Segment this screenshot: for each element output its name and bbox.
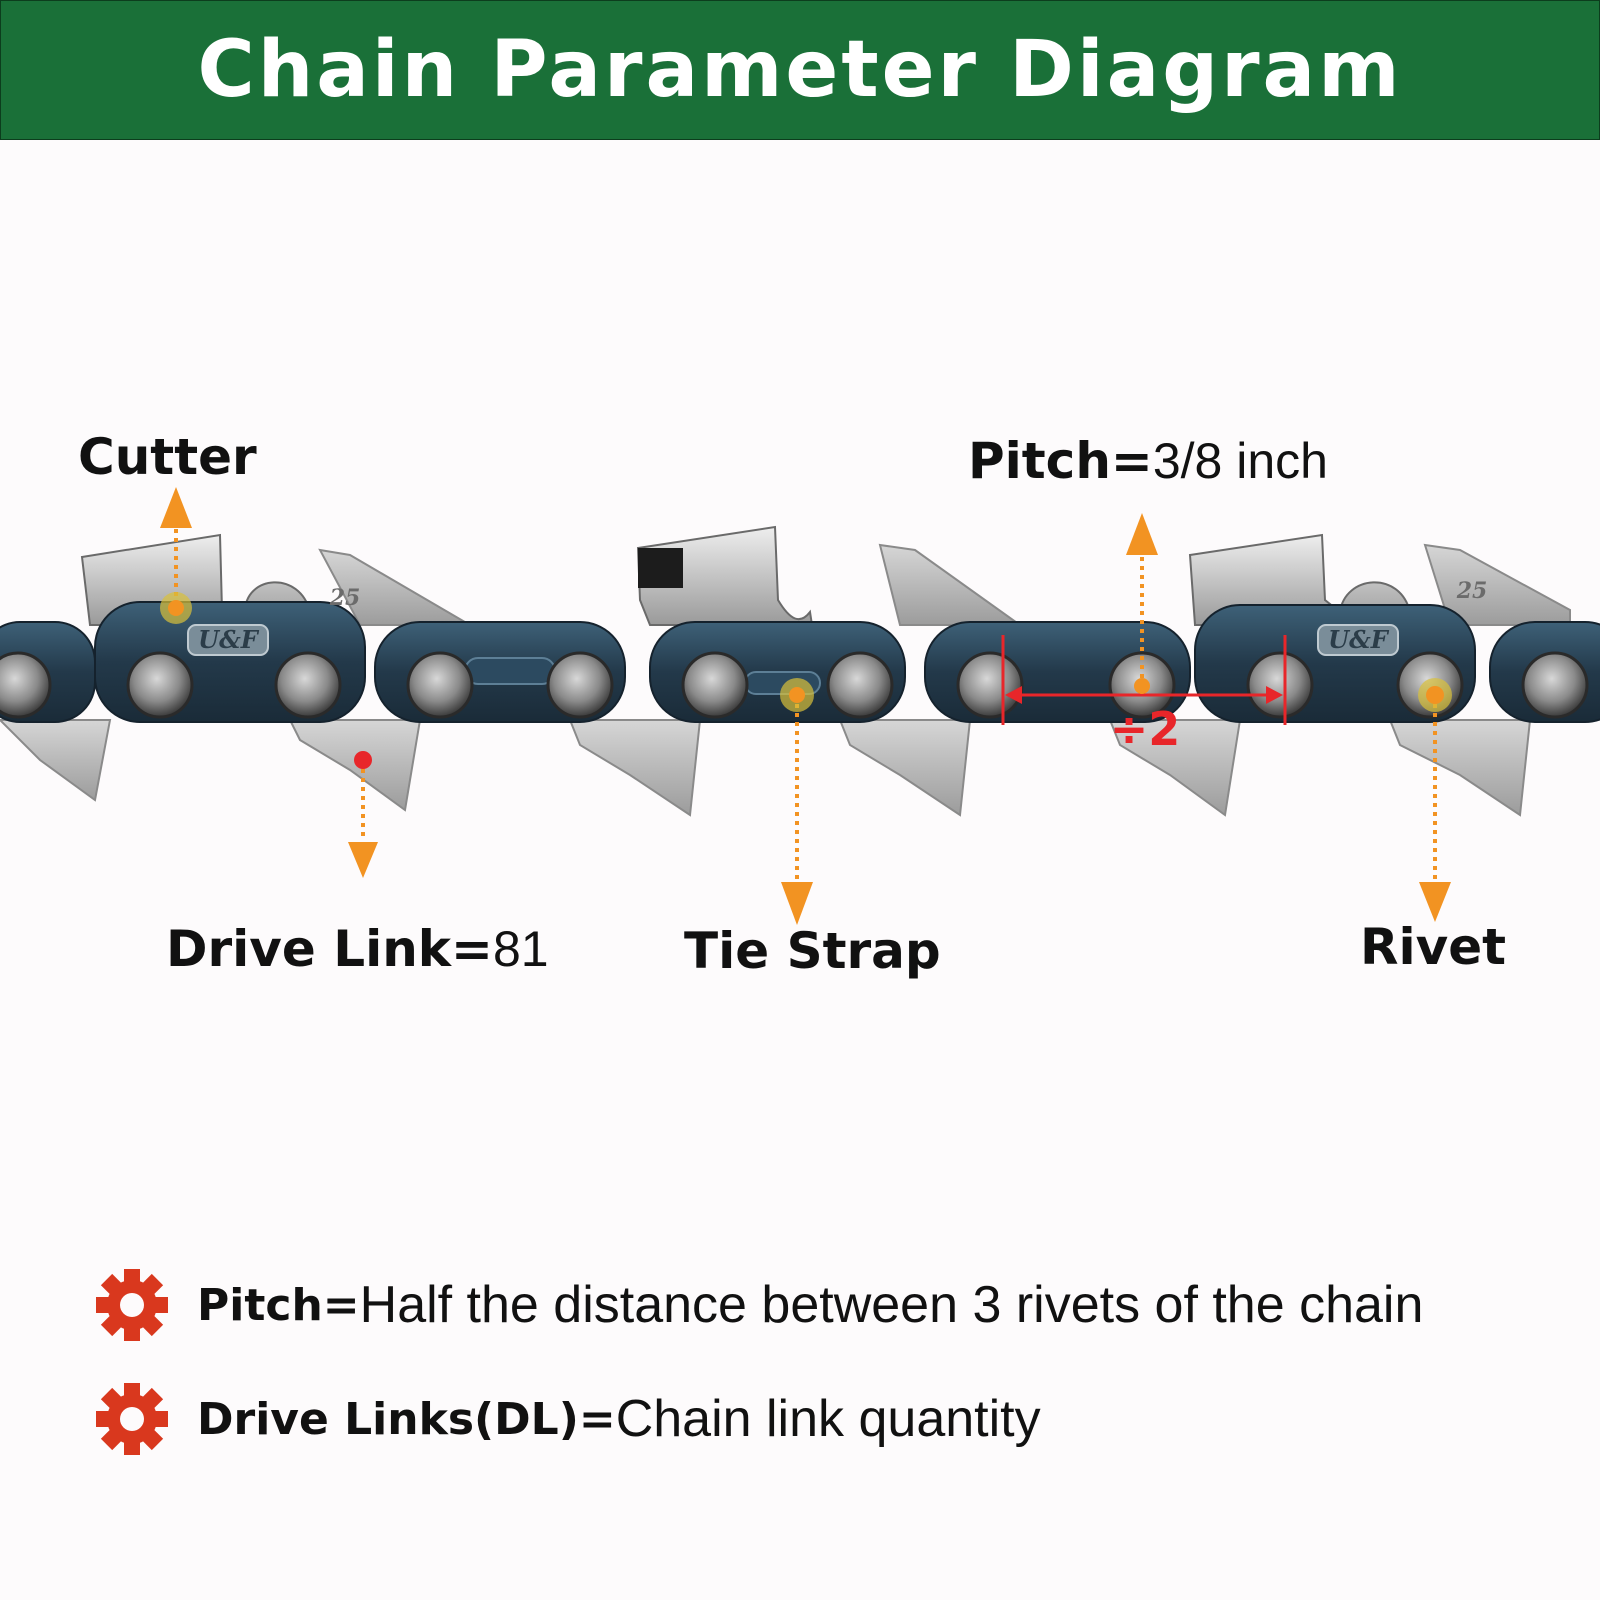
arrow-down-icon <box>348 842 378 878</box>
drive-link-value: 81 <box>492 921 549 977</box>
gauge-stamp: 25 <box>329 585 361 611</box>
gauge-stamp: 25 <box>1456 578 1488 604</box>
note-pitch: Pitch=Half the distance between 3 rivets… <box>95 1268 1423 1342</box>
upper-teeth <box>318 543 1571 626</box>
rivet <box>546 651 614 719</box>
callout-dots <box>160 592 1452 769</box>
arrow-down-icon <box>1419 882 1451 922</box>
brand-stamp: U&F <box>1328 625 1390 654</box>
drive-link-key: Drive Link= <box>166 920 493 978</box>
pitch-dot <box>1134 678 1150 694</box>
rivet <box>126 651 194 719</box>
note-key: Drive Links(DL)= <box>197 1393 616 1445</box>
arrow-down-icon <box>781 882 813 925</box>
page-title: Chain Parameter Diagram <box>197 25 1403 115</box>
cutter-label: Cutter <box>78 428 257 486</box>
note-desc: Half the distance between 3 rivets of th… <box>359 1276 1424 1334</box>
rivet-label: Rivet <box>1360 918 1507 976</box>
note-key: Pitch= <box>197 1279 360 1331</box>
arrow-heads <box>160 487 1451 925</box>
rivet <box>406 651 474 719</box>
plate-stamps: U&F U&F 25 25 <box>187 578 1488 656</box>
rivet <box>956 651 1024 719</box>
rivet <box>681 651 749 719</box>
drive-link-fins <box>0 719 1532 817</box>
arrow-up-icon <box>1126 513 1158 555</box>
rivet <box>0 651 52 719</box>
divide-by-two-label: ÷2 <box>1110 702 1181 756</box>
title-banner: Chain Parameter Diagram <box>0 0 1600 140</box>
rivet <box>826 651 894 719</box>
rivets <box>0 651 1589 719</box>
pitch-key: Pitch= <box>968 432 1153 490</box>
tie-strap-label: Tie Strap <box>684 922 941 980</box>
drive-link-dot <box>354 751 372 769</box>
pitch-measure <box>1001 635 1287 725</box>
gear-icon <box>96 1383 168 1455</box>
rivet <box>274 651 342 719</box>
pitch-label: Pitch=3/8 inch <box>968 432 1328 490</box>
brand-stamp: U&F <box>198 625 260 654</box>
note-drive-links: Drive Links(DL)=Chain link quantity <box>95 1382 1041 1456</box>
rivet <box>1246 651 1314 719</box>
rivet <box>1521 651 1589 719</box>
arrow-up-icon <box>160 487 192 528</box>
pitch-value: 3/8 inch <box>1152 433 1328 489</box>
note-desc: Chain link quantity <box>615 1390 1041 1448</box>
callout-arrows <box>174 528 1437 880</box>
gear-icon <box>96 1269 168 1341</box>
drive-link-label: Drive Link=81 <box>166 920 549 978</box>
